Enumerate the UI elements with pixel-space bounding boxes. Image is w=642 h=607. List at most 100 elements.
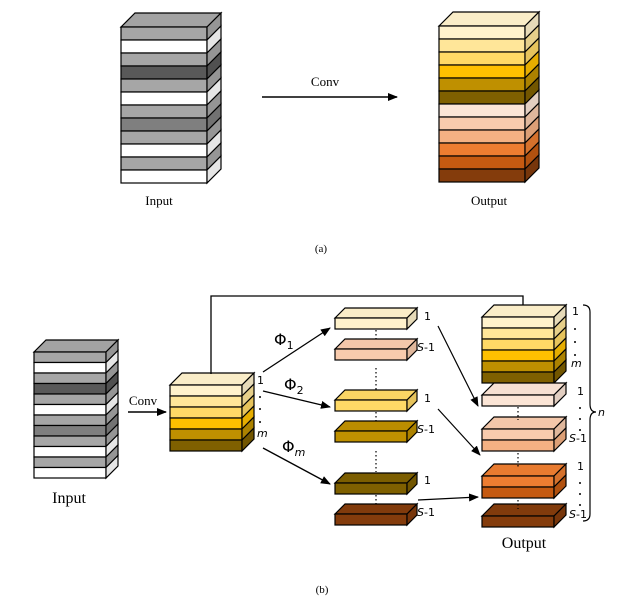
input-tensor-stack <box>32 338 120 480</box>
output-ghost-3-layer-2-side <box>553 473 567 500</box>
a-input-layer-9 <box>120 130 208 145</box>
b-intrinsic-layer-1 <box>169 384 243 397</box>
output-ghost-3-top-face <box>480 463 568 477</box>
output-ghost-2-layer-2 <box>481 439 555 452</box>
output-ghost-3-layer-1 <box>481 475 555 488</box>
b-intrinsic-layer-6-side <box>241 426 255 453</box>
output-intrinsic-layer-4 <box>481 349 555 362</box>
output-intrinsic-layer-6-side <box>553 358 567 385</box>
input-label: Input <box>145 193 173 208</box>
intrinsic-index-dots <box>259 396 261 423</box>
conv-arrow-label: Conv <box>129 393 158 408</box>
group-3-first-label: 1 <box>424 474 431 487</box>
ghost-group-1-last-layer-1-side <box>406 337 418 362</box>
ghost-group-1-first-top-face <box>333 307 419 319</box>
b-input-layer-10 <box>33 445 107 458</box>
b-input-layer-2 <box>33 361 107 374</box>
ghost-group-2 <box>333 388 419 444</box>
output-ghost-block-4 <box>480 502 568 529</box>
output-intrinsic-layer-6 <box>481 371 555 384</box>
b-intrinsic-top-face <box>168 372 256 386</box>
a-output-layer-12-side <box>524 153 540 184</box>
input-tensor-stack <box>119 11 223 185</box>
a-input-layer-5 <box>120 78 208 93</box>
output-intrinsic-dots <box>574 328 576 356</box>
ghost-group-3-first-top-face <box>333 472 419 484</box>
output-ghost-block-3 <box>480 462 568 500</box>
ghost-group-1-first-layer-1-side <box>406 306 418 331</box>
a-input-layer-11 <box>120 156 208 171</box>
a-output-layer-6 <box>438 90 526 105</box>
output-intrinsic-block <box>480 303 568 385</box>
b-input-layer-7 <box>33 414 107 427</box>
a-output-layer-10 <box>438 142 526 157</box>
b-input-layer-12-side <box>105 454 119 480</box>
ghost-group-1 <box>333 306 419 362</box>
output-ghost-2-top-label: 1 <box>577 460 584 473</box>
output-ghost-4-top-face <box>480 503 568 517</box>
ghost-group-2-first-layer-1 <box>334 399 408 412</box>
ghost-group-1-first-layer-1 <box>334 317 408 330</box>
a-input-layer-7 <box>120 104 208 119</box>
ghost-group-2-last-layer-1-side <box>406 419 418 444</box>
b-input-layer-6 <box>33 403 107 416</box>
b-intrinsic-layer-6 <box>169 439 243 452</box>
group-3-to-output-arrow <box>417 493 479 502</box>
b-input-layer-1 <box>33 351 107 364</box>
phi-1-label: Φ1 <box>274 330 294 352</box>
group-2-last-label: S-1 <box>417 423 435 436</box>
panel-a: Conv Input Output (a) <box>119 10 541 255</box>
output-ghost-2-layer-2-side <box>553 426 567 453</box>
b-input-layer-3 <box>33 372 107 385</box>
b-input-layer-11 <box>33 456 107 469</box>
output-ghost-4-layer-1-side <box>553 502 567 529</box>
output-ghost-1-layer-1 <box>481 394 555 407</box>
output-ghost-2-bottom-label: S-1 <box>569 508 587 521</box>
a-output-layer-1 <box>438 25 526 40</box>
output-ghost-block-1 <box>480 381 568 408</box>
intrinsic-index-bottom: m <box>257 427 268 440</box>
phi-2-arrow <box>262 390 331 409</box>
n-brace <box>582 304 597 522</box>
output-ghost-2-dots <box>579 482 581 506</box>
group-3-last-label: S-1 <box>417 506 435 519</box>
a-input-layer-12 <box>120 169 208 184</box>
a-output-layer-11 <box>438 155 526 170</box>
output-ghost-block-2 <box>480 415 568 453</box>
panel-b: Input Conv 1 m Φ1 Φ2 Φm 1 S-1 1 S-1 1 S-… <box>32 295 605 596</box>
output-feature-stack <box>480 303 568 529</box>
output-intrinsic-layer-2 <box>481 327 555 340</box>
phi-m-label: Φm <box>282 437 305 459</box>
output-ghost-1-top-face <box>480 382 568 396</box>
caption-a: (a) <box>315 243 328 255</box>
b-input-layer-9 <box>33 435 107 448</box>
b-input-layer-5 <box>33 393 107 406</box>
ghost-group-3-first-layer-1-side <box>406 471 418 496</box>
intrinsic-index-top: 1 <box>257 374 264 387</box>
output-intrinsic-bottom-label: m <box>571 357 582 370</box>
caption-b: (b) <box>316 584 329 596</box>
output-ghost-1-layer-1-side <box>553 381 567 408</box>
phi-m-arrow <box>262 447 331 485</box>
group-1-last-label: S-1 <box>417 341 435 354</box>
b-intrinsic-layer-5 <box>169 428 243 441</box>
a-output-layer-2 <box>438 38 526 53</box>
a-input-layer-8 <box>120 117 208 132</box>
b-input-top-face <box>32 339 120 353</box>
b-input-layer-12 <box>33 466 107 479</box>
b-intrinsic-layer-2 <box>169 395 243 408</box>
input-label: Input <box>52 490 86 507</box>
output-label: Output <box>471 193 508 208</box>
ghost-group-1-last-layer-1 <box>334 348 408 361</box>
a-output-layer-8 <box>438 116 526 131</box>
a-input-layer-12-side <box>206 154 222 185</box>
output-intrinsic-top-face <box>480 304 568 318</box>
phi-2-label: Φ2 <box>284 375 304 397</box>
b-intrinsic-layer-4 <box>169 417 243 430</box>
a-output-layer-9 <box>438 129 526 144</box>
conv-arrow-label: Conv <box>311 74 340 89</box>
output-tensor-stack <box>437 10 541 184</box>
b-intrinsic-layer-3 <box>169 406 243 419</box>
a-input-layer-3 <box>120 52 208 67</box>
